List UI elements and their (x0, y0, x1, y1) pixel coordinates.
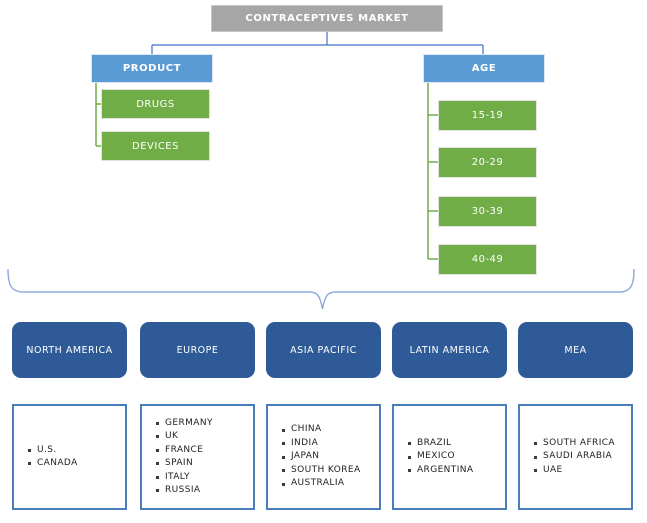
country-item: SAUDI ARABIA (534, 450, 629, 464)
age-item-40-49: 40-49 (438, 244, 537, 275)
country-item: BRAZIL (408, 437, 503, 451)
country-item: ARGENTINA (408, 464, 503, 478)
country-list-europe: GERMANY UK FRANCE SPAIN ITALY RUSSIA (140, 404, 255, 510)
region-europe: EUROPE (140, 322, 255, 378)
country-item: ITALY (156, 471, 251, 485)
region-latin-america: LATIN AMERICA (392, 322, 507, 378)
country-list-latin-america: BRAZIL MEXICO ARGENTINA (392, 404, 507, 510)
country-item: RUSSIA (156, 484, 251, 498)
country-item: JAPAN (282, 450, 377, 464)
country-list-north-america: U.S. CANADA (12, 404, 127, 510)
age-item-30-39: 30-39 (438, 196, 537, 227)
segment-age: AGE (423, 54, 545, 83)
country-item: SOUTH KOREA (282, 464, 377, 478)
country-item: SOUTH AFRICA (534, 437, 629, 451)
region-north-america: NORTH AMERICA (12, 322, 127, 378)
country-item: SPAIN (156, 457, 251, 471)
country-item: AUSTRALIA (282, 477, 377, 491)
product-item-devices: DEVICES (101, 131, 210, 161)
region-mea: MEA (518, 322, 633, 378)
country-list-asia-pacific: CHINA INDIA JAPAN SOUTH KOREA AUSTRALIA (266, 404, 381, 510)
country-item: FRANCE (156, 444, 251, 458)
age-item-20-29: 20-29 (438, 147, 537, 178)
root-node-title: CONTRACEPTIVES MARKET (211, 5, 443, 32)
country-item: UK (156, 430, 251, 444)
country-item: CANADA (28, 457, 123, 471)
product-item-drugs: DRUGS (101, 89, 210, 119)
country-item: INDIA (282, 437, 377, 451)
region-asia-pacific: ASIA PACIFIC (266, 322, 381, 378)
country-item: CHINA (282, 423, 377, 437)
age-branch-connector-lines (427, 83, 438, 260)
root-branch-connector-lines (151, 32, 484, 54)
country-item: UAE (534, 464, 629, 478)
brace (7, 268, 635, 310)
segment-product: PRODUCT (91, 54, 213, 83)
age-item-15-19: 15-19 (438, 100, 537, 131)
country-list-mea: SOUTH AFRICA SAUDI ARABIA UAE (518, 404, 633, 510)
country-item: GERMANY (156, 417, 251, 431)
country-item: MEXICO (408, 450, 503, 464)
country-item: U.S. (28, 444, 123, 458)
